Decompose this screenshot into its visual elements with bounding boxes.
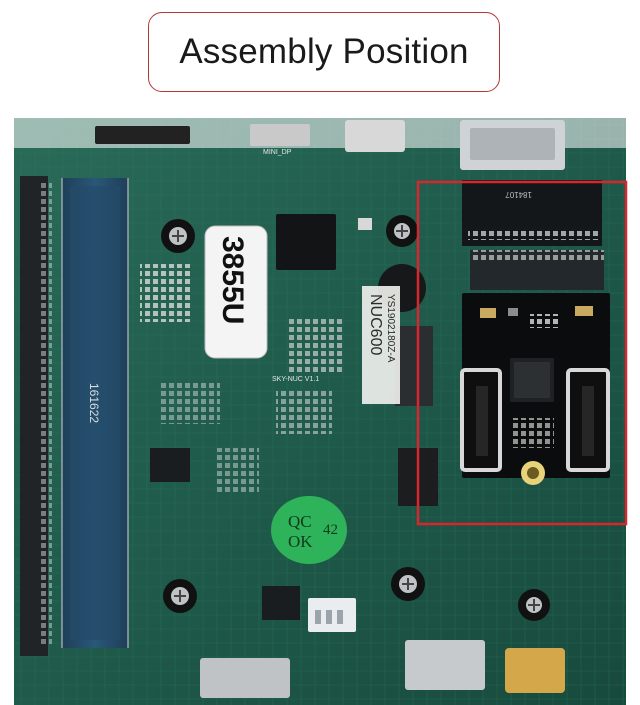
silk-card: 184107 [505, 190, 532, 199]
qc-sticker: QC OK 42 [271, 496, 347, 564]
cpu-label: 3855U [216, 236, 249, 324]
title: Assembly Position [179, 32, 469, 71]
bottom-connectors [200, 598, 565, 698]
silk-ram: 161622 [87, 383, 101, 423]
model-label: NUC600 [367, 294, 384, 355]
m2-slot: 184107 [462, 180, 604, 290]
cpu-sticker: 3855U [204, 225, 268, 359]
ram-slot: 161622 [20, 176, 129, 656]
qc-line2: OK [288, 532, 313, 551]
silk-sky: SKY-NUC V1.1 [272, 376, 319, 383]
screw-holes [161, 215, 550, 621]
top-connectors: MINI_DP [95, 120, 565, 170]
motherboard-photo: MINI_DP 161622 [0, 118, 640, 705]
title-box: Assembly Position [148, 12, 500, 92]
silk-mini-dp: MINI_DP [263, 149, 292, 156]
highlight-frame [416, 180, 628, 526]
model-sticker: NUC600 YS1902180Z-A SKY-NUC V1.1 [272, 286, 400, 404]
qc-number: 42 [323, 522, 338, 538]
qc-line1: QC [288, 512, 312, 531]
serial-label: YS1902180Z-A [385, 294, 396, 363]
sata-expansion-card [460, 293, 610, 485]
